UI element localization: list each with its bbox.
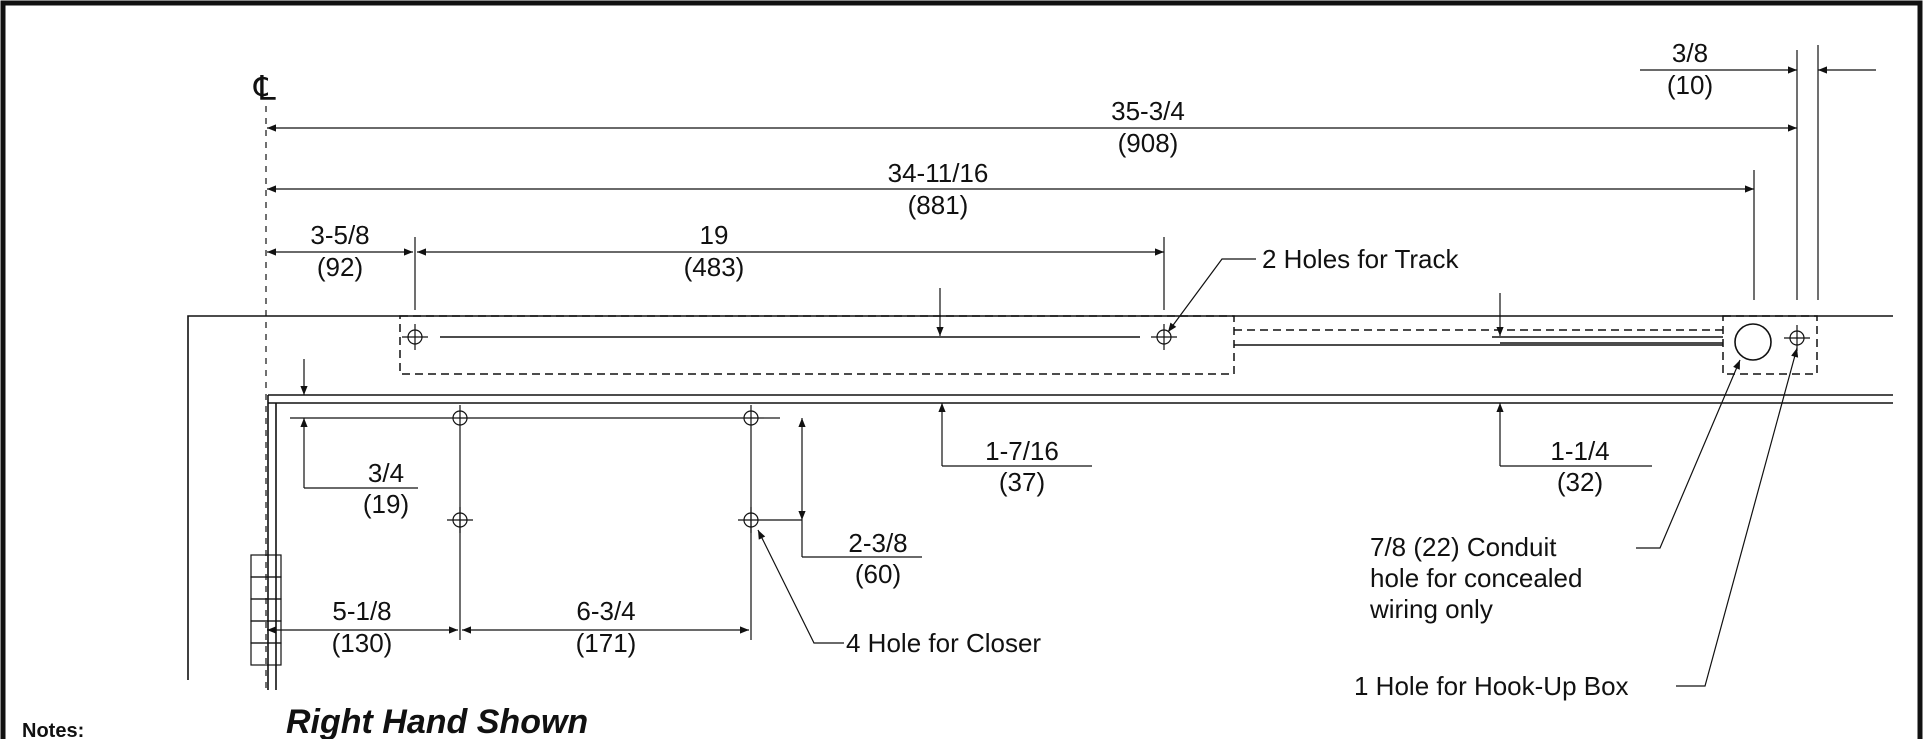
dim-1-7-16-metric: (37) xyxy=(999,467,1045,497)
dim-35-3-4-metric: (908) xyxy=(1118,128,1179,158)
track-hole-left xyxy=(402,324,428,350)
dim-3-5-8-value: 3-5/8 xyxy=(310,220,369,250)
dim-6-3-4-value: 6-3/4 xyxy=(576,596,635,626)
dim-3-4-metric: (19) xyxy=(363,489,409,519)
dim-3-8-metric: (10) xyxy=(1667,70,1713,100)
dim-34-11-16-value: 34-11/16 xyxy=(888,158,989,188)
hookup-leader xyxy=(1676,347,1799,687)
dim-3-4-value: 3/4 xyxy=(368,458,404,488)
track-outline xyxy=(399,315,1818,375)
notes-label: Notes: xyxy=(22,720,84,739)
dim-1-1-4-value: 1-1/4 xyxy=(1550,436,1609,466)
conduit-leader xyxy=(1636,359,1741,549)
dim-2-3-8-value: 2-3/8 xyxy=(848,528,907,558)
drawing-title: Right Hand Shown xyxy=(286,703,588,739)
dim-35-3-4-value: 35-3/4 xyxy=(1111,96,1185,126)
hookup-label: 1 Hole for Hook-Up Box xyxy=(1354,671,1629,701)
dim-1-1-4-metric: (32) xyxy=(1557,467,1603,497)
dim-19-value: 19 xyxy=(700,220,729,250)
track-holes-label: 2 Holes for Track xyxy=(1262,244,1460,274)
conduit-hole xyxy=(1734,323,1772,361)
extension-lines xyxy=(414,45,1819,310)
door-frame-outline xyxy=(187,315,1893,690)
centerline-symbol: ℄ xyxy=(253,70,276,108)
closer-holes xyxy=(290,405,780,640)
closer-holes-leader xyxy=(757,529,844,644)
closer-holes-label: 4 Hole for Closer xyxy=(846,628,1041,658)
dim-2-3-8-metric: (60) xyxy=(855,559,901,589)
conduit-label-line3: wiring only xyxy=(1369,594,1493,624)
track-hole-right xyxy=(1151,324,1177,350)
dim-5-1-8-value: 5-1/8 xyxy=(332,596,391,626)
dim-34-11-16-metric: (881) xyxy=(908,190,969,220)
dim-19-metric: (483) xyxy=(684,252,745,282)
conduit-label-line2: hole for concealed xyxy=(1370,563,1582,593)
dim-3-5-8-metric: (92) xyxy=(317,252,363,282)
hookup-box-hole xyxy=(1784,325,1810,351)
dim-1-7-16-value: 1-7/16 xyxy=(985,436,1059,466)
conduit-label-line1: 7/8 (22) Conduit xyxy=(1370,532,1557,562)
track-holes-leader xyxy=(1167,258,1256,333)
dim-5-1-8-metric: (130) xyxy=(332,628,393,658)
dim-3-8-value: 3/8 xyxy=(1672,38,1708,68)
dim-6-3-4-metric: (171) xyxy=(576,628,637,658)
